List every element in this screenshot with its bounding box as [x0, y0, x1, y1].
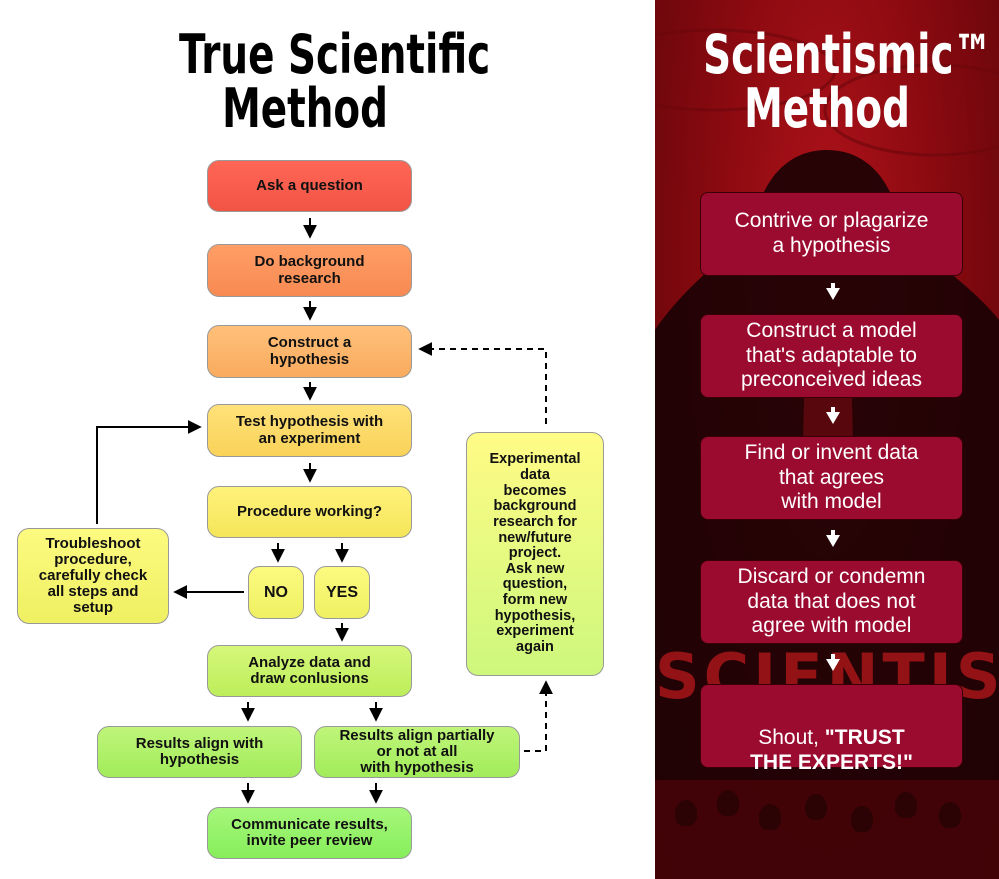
procedure-working-box: Procedure working?: [207, 486, 412, 538]
crowd-figure: [851, 806, 873, 832]
results-align-box: Results align with hypothesis: [97, 726, 302, 778]
crowd-figure: [759, 804, 781, 830]
arrow-contrive-to-model: [826, 283, 840, 300]
dashed-arrow-partial-to-experimental: [524, 680, 553, 752]
crowd-figure: [717, 790, 739, 816]
true-method-title-line2: Method: [222, 77, 388, 140]
shout-prefix: Shout,: [758, 725, 825, 749]
analyze-data-box: Analyze data and draw conlusions: [207, 645, 412, 697]
construct-hypothesis-box: Construct a hypothesis: [207, 325, 412, 378]
arrow-model-to-find: [826, 407, 840, 424]
trust-the-experts-text: "TRUST THE EXPERTS!": [750, 725, 913, 774]
arrow-discard-to-shout: [826, 654, 840, 671]
communicate-results-box: Communicate results, invite peer review: [207, 807, 412, 859]
background-research-box: Do background research: [207, 244, 412, 297]
find-invent-data-box: Find or invent data that agrees with mod…: [700, 436, 963, 520]
flow-arrows: [96, 218, 553, 804]
trust-experts-box: Shout, "TRUST THE EXPERTS!": [700, 684, 963, 774]
scientismic-title-line2: Method: [744, 77, 910, 140]
construct-model-box: Construct a model that's adaptable to pr…: [700, 314, 963, 398]
arrow-find-to-discard: [826, 530, 840, 547]
arrow-troubleshoot-to-test: [96, 420, 202, 524]
contrive-hypothesis-box: Contrive or plagarize a hypothesis: [700, 192, 963, 276]
no-box: NO: [248, 566, 304, 619]
results-partial-box: Results align partially or not at all wi…: [314, 726, 520, 778]
ask-question-box: Ask a question: [207, 160, 412, 212]
yes-box: YES: [314, 566, 370, 619]
scientismic-method-panel: SCIENTISM Scientismic™ Method Contrive o…: [655, 0, 999, 879]
scientismic-title-line1: Scientismic™: [703, 23, 993, 86]
crowd-figure: [939, 802, 961, 828]
troubleshoot-box: Troubleshoot procedure, carefully check …: [17, 528, 169, 624]
discard-data-box: Discard or condemn data that does not ag…: [700, 560, 963, 644]
crowd-figure: [805, 794, 827, 820]
experimental-data-box: Experimental data becomes background res…: [466, 432, 604, 676]
true-method-panel: True Scientific Method Ask a question Do…: [17, 27, 604, 859]
scientismic-arrows: [826, 283, 840, 671]
crowd-figure: [895, 792, 917, 818]
dashed-arrow-experimental-to-hypothesis: [418, 342, 547, 424]
crowd-figure: [675, 800, 697, 826]
test-hypothesis-box: Test hypothesis with an experiment: [207, 404, 412, 457]
scientismic-method-title: Scientismic™ Method: [703, 23, 993, 140]
